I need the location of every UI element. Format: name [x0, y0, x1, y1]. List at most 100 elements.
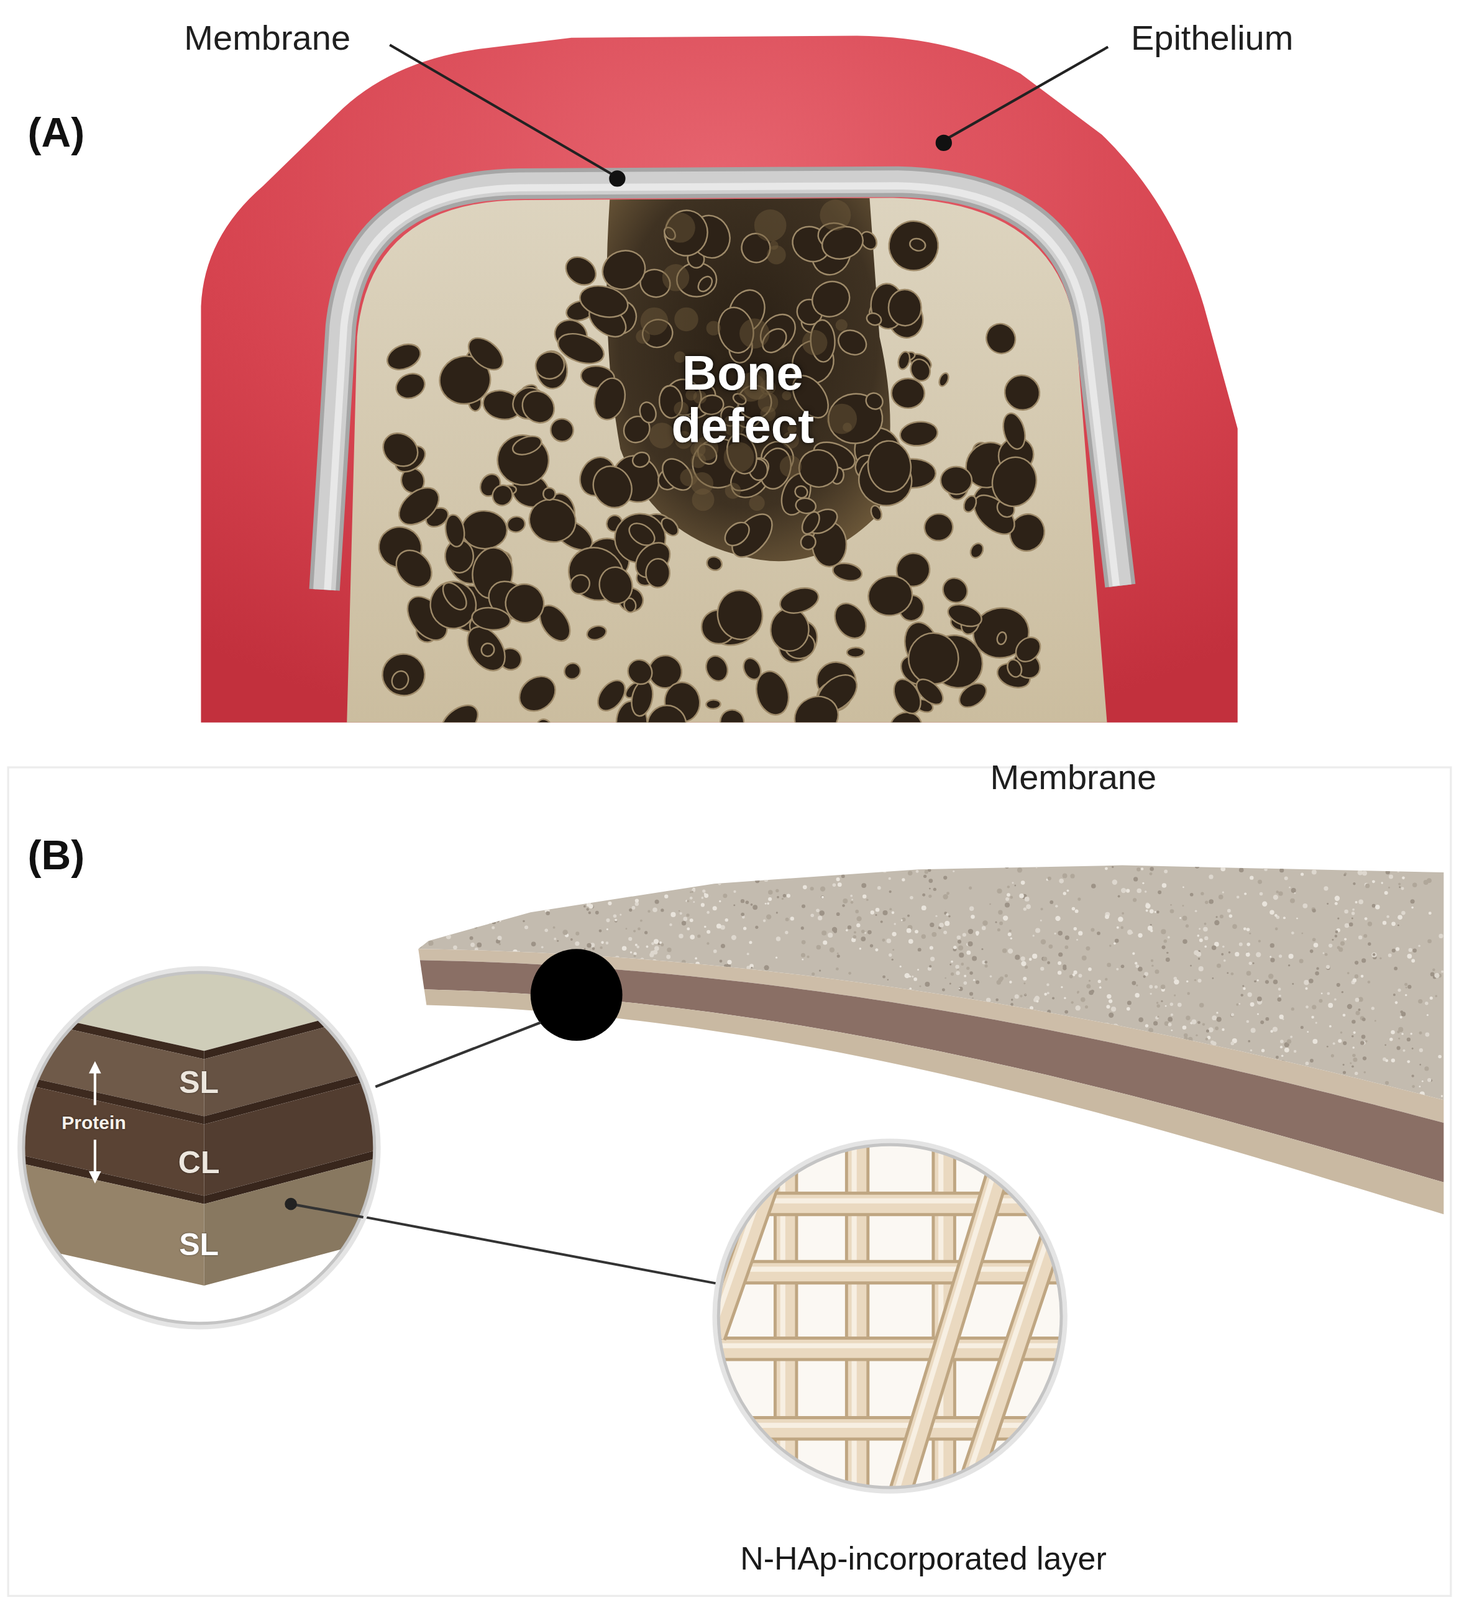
- bone-pore: [542, 487, 556, 501]
- bone-defect-cavity: [606, 193, 890, 562]
- bone-pore: [392, 369, 429, 403]
- bone-pore: [462, 331, 509, 376]
- bone-pore: [383, 339, 425, 375]
- bone-pore: [576, 281, 632, 323]
- leader-line: [389, 44, 614, 176]
- inset-outline: [716, 1142, 1064, 1490]
- bone-pore: [434, 698, 485, 746]
- leader-dot: [608, 170, 626, 187]
- bone-pore: [645, 558, 671, 589]
- bone-pore: [961, 493, 979, 514]
- defect-texture: [842, 422, 852, 432]
- defect-texture: [648, 422, 675, 449]
- bone-pore: [561, 659, 584, 683]
- bone-pore: [623, 654, 658, 690]
- defect-texture: [635, 329, 650, 344]
- leader-connector: [361, 1216, 721, 1285]
- bone-interior: [374, 193, 1050, 749]
- bone-pore: [828, 597, 873, 645]
- bone-pore: [498, 577, 551, 631]
- bone-pore: [585, 459, 639, 515]
- bone-pore: [720, 517, 754, 550]
- defect-texture: [826, 403, 857, 435]
- bone-pore: [471, 605, 513, 632]
- bone-pore: [392, 480, 446, 532]
- bone-pore: [595, 564, 636, 608]
- bone-pore: [524, 493, 581, 547]
- bone-pore: [937, 371, 951, 388]
- region-label: Bone defect: [636, 346, 849, 454]
- bone-pore: [805, 275, 856, 324]
- bone-pore: [713, 586, 767, 644]
- bone-pore: [846, 647, 865, 658]
- membrane-band-face: [324, 181, 1121, 590]
- bone-pore: [438, 578, 472, 614]
- bone-pore: [968, 541, 986, 560]
- bone-pore: [864, 572, 916, 619]
- bone-pore: [647, 705, 687, 746]
- layer-inset: SLProteinCLSL: [20, 969, 378, 1327]
- bone-pore: [510, 432, 544, 458]
- bone-pore: [887, 288, 922, 327]
- bone-pore: [585, 623, 608, 642]
- bone-pore: [630, 449, 652, 470]
- bone-pore: [997, 368, 1048, 418]
- defect-texture: [665, 212, 696, 243]
- bone-pore: [999, 410, 1030, 452]
- bone-pore: [884, 707, 928, 749]
- leader-line: [375, 1022, 541, 1087]
- membrane-highlight: [327, 185, 1116, 590]
- defect-texture: [725, 482, 742, 499]
- bone-pore: [494, 431, 552, 488]
- bone-pore: [798, 508, 823, 537]
- bone-pore: [937, 572, 972, 608]
- bone-pore: [776, 583, 822, 618]
- gum-epithelium: [200, 35, 1238, 723]
- bone-pore: [908, 236, 927, 253]
- bone-pore: [896, 350, 912, 371]
- defect-texture: [779, 455, 802, 478]
- layer-label: SL: [178, 1227, 219, 1263]
- bone-pore: [376, 426, 425, 473]
- bone-pore: [907, 631, 961, 686]
- bone-pore: [797, 531, 819, 553]
- defect-texture: [769, 241, 778, 250]
- bone-pore: [705, 699, 721, 710]
- bone-pore: [981, 318, 1021, 359]
- bone-pore: [865, 438, 914, 494]
- bone-pore: [863, 389, 887, 412]
- bone-pore: [864, 311, 883, 327]
- inset-caption: N-HAp-incorporated layer: [740, 1541, 1107, 1577]
- bone-pore: [637, 400, 659, 425]
- bone-pore: [987, 452, 1042, 512]
- defect-texture: [690, 472, 714, 495]
- defect-texture: [674, 307, 698, 332]
- defect-texture: [754, 209, 787, 242]
- bone-pore: [379, 651, 428, 699]
- bone-pore: [882, 214, 944, 276]
- panel-letter: (B): [27, 832, 85, 879]
- layer-label: Protein: [61, 1112, 126, 1133]
- magnifier-spot: [530, 948, 623, 1041]
- bone-pore: [831, 560, 864, 583]
- bone-pore: [566, 571, 594, 598]
- defect-texture: [835, 319, 848, 332]
- bone-pore: [658, 515, 682, 539]
- bone-pore: [704, 554, 724, 573]
- defect-texture: [802, 329, 828, 356]
- bone-pore: [891, 378, 925, 409]
- bone-pore: [715, 705, 749, 738]
- bone-pore: [388, 668, 411, 693]
- panel-frame: [8, 767, 1451, 1596]
- bone-pore: [1010, 632, 1046, 667]
- bone-pore: [560, 251, 602, 291]
- bone-pore: [792, 484, 810, 500]
- bone-pore: [592, 675, 631, 716]
- bone-pore: [907, 356, 934, 385]
- defect-texture: [706, 321, 721, 336]
- part-label: Epithelium: [1130, 18, 1294, 58]
- bone-pore: [512, 669, 563, 719]
- bone-pore: [899, 420, 939, 449]
- defect-texture: [748, 495, 765, 511]
